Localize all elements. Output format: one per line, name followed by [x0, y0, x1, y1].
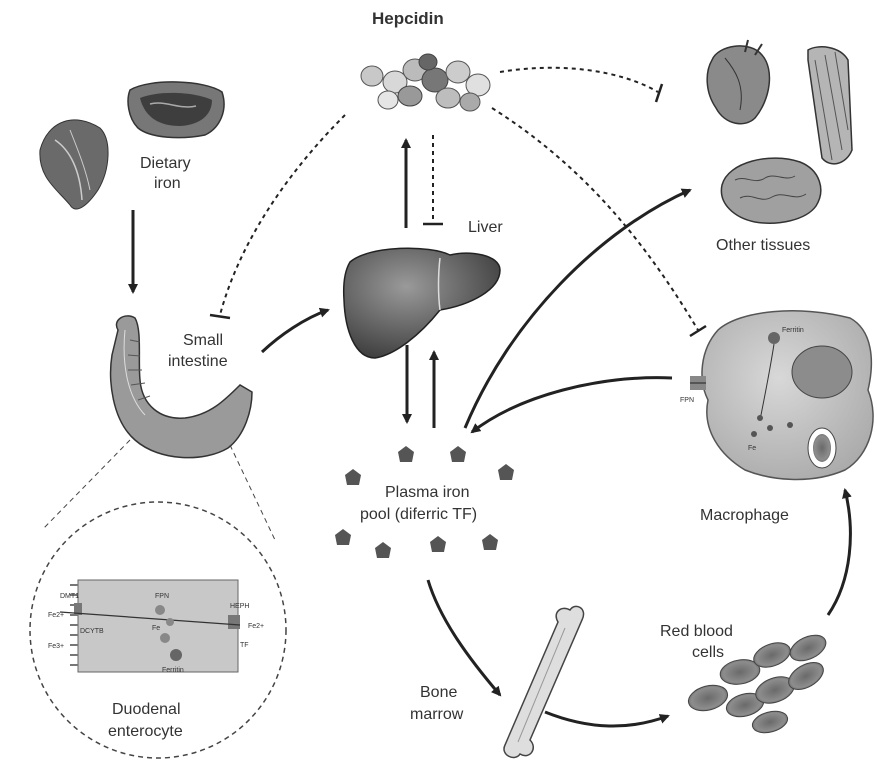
inhibit-intestine [220, 115, 345, 315]
dietary-iron-label-2: iron [154, 175, 181, 192]
duodenal-enterocyte-label-2: enterocyte [108, 723, 183, 740]
arrow-intestine-to-liver [262, 310, 328, 352]
arrow-plasma-to-bone [428, 580, 500, 695]
arrow-macrophage-to-plasma [472, 378, 672, 432]
arrow-rbc-to-macrophage [828, 490, 850, 615]
hepcidin-label: Hepcidin [372, 9, 444, 28]
macrophage-ferritin-label: Ferritin [782, 327, 804, 334]
enterocyte-fe3-label: Fe3+ [48, 643, 64, 650]
red-blood-cells-label-2: cells [692, 644, 724, 661]
inhibit-other-tissues [500, 68, 658, 92]
macrophage-fe-label: Fe [748, 445, 756, 452]
enterocyte-fe2-right-label: Fe2+ [248, 623, 264, 630]
inhibit-macrophage [492, 108, 698, 330]
brain-illustration [721, 158, 820, 223]
enterocyte-fpn-label: FPN [155, 593, 169, 600]
small-intestine-label-2: intestine [168, 353, 228, 370]
hepcidin-molecule [361, 54, 490, 111]
plasma-pool-label-1: Plasma iron [385, 484, 469, 501]
enterocyte-fe2-left-label: Fe2+ [48, 612, 64, 619]
other-tissues-label: Other tissues [716, 237, 810, 254]
plasma-transferrin-molecules [335, 446, 514, 558]
macrophage-fpn-label: FPN [680, 397, 694, 404]
small-intestine-organ [111, 316, 252, 458]
muscle-illustration [808, 47, 852, 164]
macrophage-cell [690, 311, 873, 480]
plasma-pool-label-2: pool (diferric TF) [360, 506, 477, 523]
bone-marrow-label-2: marrow [410, 706, 464, 723]
enterocyte-ferritin-label: Ferritin [162, 667, 184, 674]
liver-label: Liver [468, 219, 503, 236]
enterocyte-dmt1-label: DMT1 [60, 593, 79, 600]
heart-illustration [707, 40, 769, 124]
red-blood-cells-label-1: Red blood [660, 623, 733, 640]
enterocyte-tf-label: TF [240, 642, 249, 649]
enterocyte-dcytb-label: DCYTB [80, 628, 104, 635]
arrow-bone-to-rbc [545, 712, 668, 726]
bone-illustration [504, 606, 584, 757]
dietary-iron-label-1: Dietary [140, 155, 191, 172]
small-intestine-label-1: Small [183, 332, 223, 349]
duodenal-enterocyte-label-1: Duodenal [112, 701, 181, 718]
bone-marrow-label-1: Bone [420, 684, 457, 701]
macrophage-label: Macrophage [700, 507, 789, 524]
enterocyte-heph-label: HEPH [230, 603, 249, 610]
enterocyte-fe-label: Fe [152, 625, 160, 632]
liver-organ [344, 248, 500, 358]
dietary-iron-food [40, 82, 224, 209]
